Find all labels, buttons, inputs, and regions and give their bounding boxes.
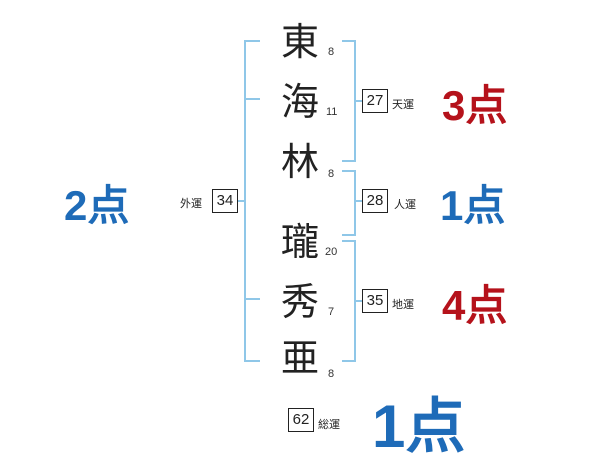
stroke-count-3: 8 [328, 168, 335, 180]
stroke-count-5: 7 [328, 306, 335, 318]
chiun-value-box: 35 [362, 289, 388, 313]
left-bracket [244, 40, 260, 362]
stroke-count-4: 20 [325, 246, 338, 258]
stroke-count-6: 8 [328, 368, 335, 380]
left-bracket-connector [238, 200, 246, 202]
gaiun-label: 外運 [180, 197, 202, 210]
name-char-4: 瓏 [280, 220, 319, 264]
souun-score: 1点 [372, 393, 466, 460]
chiun-connector [356, 300, 362, 302]
tenun-connector [356, 100, 362, 102]
name-char-6: 亜 [280, 336, 319, 380]
gaiun-score: 2点 [64, 182, 130, 229]
chiun-bracket [342, 240, 356, 362]
name-char-1: 東 [280, 20, 319, 64]
stroke-count-2: 11 [326, 106, 338, 118]
name-char-5: 秀 [280, 280, 319, 324]
tenun-bracket [342, 40, 356, 162]
tenun-label: 天運 [392, 98, 414, 111]
jinun-value-box: 28 [362, 189, 388, 213]
chiun-label: 地運 [392, 298, 414, 311]
jinun-label: 人運 [394, 198, 416, 211]
gaiun-value-box: 34 [212, 189, 238, 213]
souun-label: 総運 [318, 418, 340, 431]
left-bracket-tick-1 [246, 98, 260, 100]
jinun-bracket [342, 170, 356, 236]
chiun-score: 4点 [442, 282, 508, 329]
tenun-value-box: 27 [362, 89, 388, 113]
name-char-2: 海 [280, 80, 319, 124]
stroke-count-1: 8 [328, 46, 335, 58]
tenun-score: 3点 [442, 82, 508, 129]
jinun-connector [356, 200, 362, 202]
left-bracket-tick-2 [246, 298, 260, 300]
jinun-score: 1点 [440, 182, 506, 229]
souun-value-box: 62 [288, 408, 314, 432]
name-char-3: 林 [280, 140, 319, 184]
